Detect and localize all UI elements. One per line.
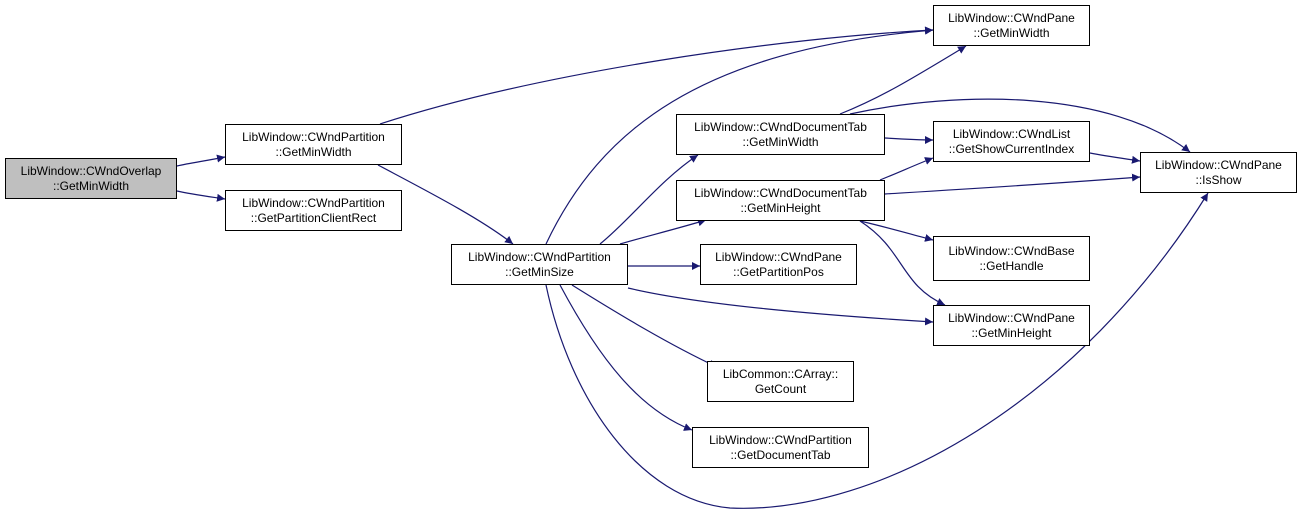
edge-documenttab-getminheight-to-list-getshowcurrentindex [879,157,934,181]
node-label-scope: LibWindow::CWndPartition [468,249,611,264]
edge-documenttab-getminheight-to-pane-getminheight [859,220,946,306]
node-label-member: ::GetMinSize [505,264,574,279]
node-label-member: ::GetMinWidth [973,25,1050,40]
node-pane-getminwidth[interactable]: LibWindow::CWndPane::GetMinWidth [933,5,1090,46]
edge-partition-getminsize-to-pane-isshow [545,192,1209,509]
edge-partition-getminsize-to-pane-getminheight [627,287,934,326]
edge-partition-getminsize-to-pane-getminwidth [545,26,934,245]
edge-overlap-getminwidth-to-partition-getpartitionclientrect [176,190,226,202]
node-label-member: GetCount [754,381,807,396]
node-label-scope: LibWindow::CWndPane [715,249,842,264]
node-label-member: ::GetMinWidth [742,134,819,149]
node-label-member: ::GetHandle [979,258,1044,273]
node-pane-isshow[interactable]: LibWindow::CWndPane::IsShow [1140,152,1297,193]
edge-partition-getminsize-to-carray-getcount [571,284,718,368]
edge-documenttab-getminwidth-to-pane-isshow [849,98,1191,153]
node-label-member: ::GetPartitionClientRect [250,210,377,225]
node-label-scope: LibWindow::CWndPartition [242,195,385,210]
node-partition-getpartitionclientrect[interactable]: LibWindow::CWndPartition::GetPartitionCl… [225,190,402,231]
node-pane-getminheight[interactable]: LibWindow::CWndPane::GetMinHeight [933,305,1090,346]
node-label-scope: LibWindow::CWndPane [948,310,1075,325]
node-overlap-getminwidth: LibWindow::CWndOverlap::GetMinWidth [5,158,177,199]
node-label-scope: LibWindow::CWndBase [948,243,1075,258]
node-pane-getpartitionpos[interactable]: LibWindow::CWndPane::GetPartitionPos [700,244,857,285]
node-label-member: ::GetShowCurrentIndex [948,141,1075,156]
edge-documenttab-getminheight-to-base-gethandle [859,220,934,242]
node-label-scope: LibWindow::CWndDocumentTab [694,185,867,200]
node-label-scope: LibCommon::CArray:: [722,366,839,381]
node-label-scope: LibWindow::CWndPane [948,10,1075,25]
node-label-scope: LibWindow::CWndPane [1155,157,1282,172]
node-label-member: ::GetPartitionPos [733,264,824,279]
edge-overlap-getminwidth-to-partition-getminwidth [176,154,226,167]
node-partition-getminsize[interactable]: LibWindow::CWndPartition::GetMinSize [451,244,628,285]
node-base-gethandle[interactable]: LibWindow::CWndBase::GetHandle [933,236,1090,281]
node-label-member: ::GetMinHeight [971,325,1052,340]
node-label-scope: LibWindow::CWndList [952,126,1071,141]
node-list-getshowcurrentindex[interactable]: LibWindow::CWndList::GetShowCurrentIndex [933,121,1090,162]
node-label-member: ::GetMinHeight [740,200,821,215]
node-partition-getdocumenttab[interactable]: LibWindow::CWndPartition::GetDocumentTab [692,427,869,468]
node-label-scope: LibWindow::CWndOverlap [20,163,162,178]
node-label-member: ::IsShow [1195,172,1242,187]
edge-list-getshowcurrentindex-to-pane-isshow [1089,152,1141,164]
node-label-member: ::GetMinWidth [275,144,352,159]
node-documenttab-getminwidth[interactable]: LibWindow::CWndDocumentTab::GetMinWidth [676,114,885,155]
edge-partition-getminsize-to-documenttab-getminheight [619,218,707,245]
node-documenttab-getminheight[interactable]: LibWindow::CWndDocumentTab::GetMinHeight [676,180,885,221]
edge-documenttab-getminwidth-to-pane-getminwidth [839,45,967,115]
node-label-scope: LibWindow::CWndPartition [709,432,852,447]
edge-partition-getminsize-to-documenttab-getminwidth [599,154,699,245]
node-carray-getcount[interactable]: LibCommon::CArray::GetCount [707,361,854,402]
node-partition-getminwidth[interactable]: LibWindow::CWndPartition::GetMinWidth [225,124,402,165]
node-label-scope: LibWindow::CWndPartition [242,129,385,144]
node-label-scope: LibWindow::CWndDocumentTab [694,119,867,134]
edge-partition-getminsize-to-partition-getdocumenttab [559,284,693,431]
edge-documenttab-getminwidth-to-list-getshowcurrentindex [884,135,934,144]
edge-documenttab-getminheight-to-pane-isshow [884,173,1141,195]
edge-partition-getminwidth-to-partition-getminsize [377,164,514,245]
edge-partition-getminwidth-to-pane-getminwidth [379,26,934,125]
node-label-member: ::GetDocumentTab [730,447,831,462]
node-label-member: ::GetMinWidth [52,178,130,193]
